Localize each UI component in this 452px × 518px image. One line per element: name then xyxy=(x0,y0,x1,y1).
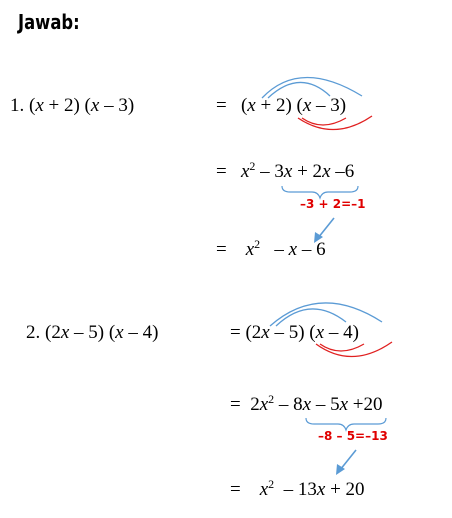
problem-1-step-1: = (x + 2) (x – 3) xyxy=(216,95,347,116)
problem-1-arc-bottom-inner xyxy=(301,117,347,126)
problem-2-arc-bottom-outer xyxy=(315,341,393,358)
problem-2-step-3: = x2 – 13x + 20 xyxy=(230,477,365,500)
problem-1-arc-inner xyxy=(267,81,331,99)
problem-1-combine-note: –3 + 2=–1 xyxy=(300,197,366,211)
problem-2-statement: 2. (2x – 5) (x – 4) xyxy=(26,322,159,343)
problem-2-step-2: = 2x2 – 8x – 5x +20 xyxy=(230,392,383,415)
problem-2-brace xyxy=(305,417,387,432)
problem-2-number: 2. xyxy=(26,322,41,343)
problem-2-arc-bottom-inner xyxy=(319,343,365,352)
problem-1-number: 1. xyxy=(10,95,25,116)
problem-1-arrow xyxy=(317,217,335,239)
problem-1-arc-outer xyxy=(261,76,363,99)
problem-1-arc-bottom-outer xyxy=(297,115,373,131)
problem-2-arrowhead xyxy=(336,464,345,475)
problem-2-step-1: = (2x – 5) (x – 4) xyxy=(230,322,359,343)
heading: Jawab: xyxy=(18,10,80,34)
problem-2-arc-outer xyxy=(269,302,383,327)
problem-1-brace xyxy=(281,185,359,200)
problem-2-arrow xyxy=(339,449,357,471)
problem-2-arc-inner xyxy=(275,308,347,327)
problem-1-step-2: = x2 – 3x + 2x –6 xyxy=(216,159,355,182)
problem-1-step-3: = x2 – x – 6 xyxy=(216,237,326,260)
problem-2-combine-note: –8 – 5=–13 xyxy=(318,429,388,443)
problem-1-arrowhead xyxy=(314,232,323,243)
problem-1-statement: 1. (x + 2) (x – 3) xyxy=(10,95,135,116)
